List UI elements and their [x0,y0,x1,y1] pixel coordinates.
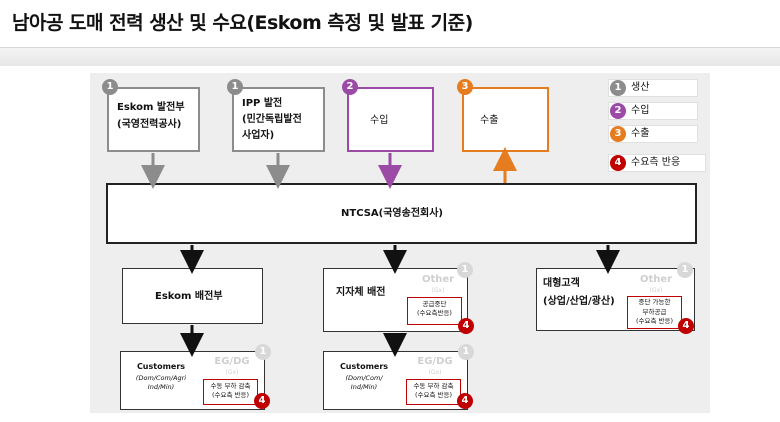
legend-label-export: 수출 [631,128,650,139]
eskom-generation-label: Eskom 발전부 [117,102,185,113]
ipp-generation-box [232,87,325,152]
municipal-dsr-box: 공급중단 (수요측반응) [407,297,462,325]
legend-badge-demand-response: 4 [610,155,626,171]
eskom-generation-box [107,87,200,152]
ntcsa-box [106,183,697,244]
eskom-customers-dsr-box: 수동 부하 감축 (수요측 반응) [203,379,258,405]
large-other-label: Other [639,274,673,285]
export-box [462,87,549,152]
large-other-sub: (Gx) [649,287,663,294]
eskom-customers-title: Customers [136,362,186,371]
legend-badge-production: 1 [610,80,626,96]
ntcsa-label: NTCSA(국영송전회사) [341,208,443,219]
source-badge-ipp: 1 [227,79,243,95]
eskom-customers-line2: Ind/Min) [147,383,175,391]
municipal-dsr-line1: 공급중단 [422,300,447,308]
ipp-generation-sub2: 사업자) [242,130,275,141]
source-badge-eskom: 1 [102,79,118,95]
eskom-customers-dsr-line2: (수요측 반응) [211,391,250,399]
eskom-distribution-box [122,268,263,324]
municipal-egdg-badge: 1 [458,344,474,360]
eskom-egdg-label: EG/DG [214,356,250,367]
legend-item-export [608,125,698,143]
eskom-generation-sub: (국영전력공사) [117,119,182,130]
legend-item-import [608,102,698,120]
large-dsr-line1: 중단 가능한 [638,298,671,306]
eskom-egdg-badge: 1 [255,344,271,360]
legend-badge-export: 3 [610,126,626,142]
municipal-other-sub: (Gx) [431,287,445,294]
eskom-customers-dsr-line1: 수동 부하 감축 [210,382,251,390]
legend-badge-import: 2 [610,103,626,119]
municipal-customers-line1: (Dom/Com/ [345,374,383,382]
eskom-egdg-sub: (Gx) [225,369,239,376]
import-label: 수입 [370,115,389,126]
large-other-badge: 1 [677,262,693,278]
source-badge-import: 2 [342,79,358,95]
municipal-customers-dsr-line2: (수요측 반응) [414,391,453,399]
municipal-dsr-line2: (수요측반응) [417,309,452,317]
import-box [347,87,434,152]
municipal-dsr-badge: 4 [458,318,474,334]
legend-label-production: 생산 [631,82,650,93]
municipal-customers-title: Customers [339,362,389,371]
large-dsr-badge: 4 [678,318,694,334]
legend-item-production [608,79,698,97]
eskom-distribution-label: Eskom 배전부 [155,291,223,302]
page-title: 남아공 도매 전력 생산 및 수요(Eskom 측정 및 발표 기준) [12,12,473,34]
municipal-customers-line2: Ind/Min) [350,383,378,391]
large-dsr-box: 중단 가능한 부하공급 (수요측 반응) [627,296,682,329]
municipal-egdg-sub: (Gx) [428,369,442,376]
municipal-distribution-label: 지자체 배전 [336,287,386,298]
eskom-customers-line1: (Dom/Com/Agri [135,374,187,382]
large-customer-label: 대형고객 [543,278,580,289]
legend-item-demand-response [608,154,706,172]
municipal-customers-dsr-line1: 수동 부하 감축 [413,382,454,390]
municipal-other-label: Other [421,274,455,285]
ipp-generation-label: IPP 발전 [242,98,283,109]
source-badge-export: 3 [457,79,473,95]
legend-label-import: 수입 [631,105,650,116]
municipal-egdg-label: EG/DG [417,356,453,367]
ipp-generation-sub1: (민간독립발전 [242,114,302,125]
title-divider [0,47,780,66]
municipal-other-badge: 1 [457,262,473,278]
municipal-customers-dsr-box: 수동 부하 감축 (수요측 반응) [406,379,461,405]
export-label: 수출 [480,115,499,126]
municipal-customers-dsr-badge: 4 [457,393,473,409]
large-dsr-line3: (수요측 반응) [635,317,674,325]
eskom-customers-dsr-badge: 4 [254,393,270,409]
large-dsr-line2: 부하공급 [642,307,667,316]
legend-label-demand-response: 수요측 반응 [631,157,681,168]
large-customer-sub: (상업/산업/광산) [543,296,615,307]
